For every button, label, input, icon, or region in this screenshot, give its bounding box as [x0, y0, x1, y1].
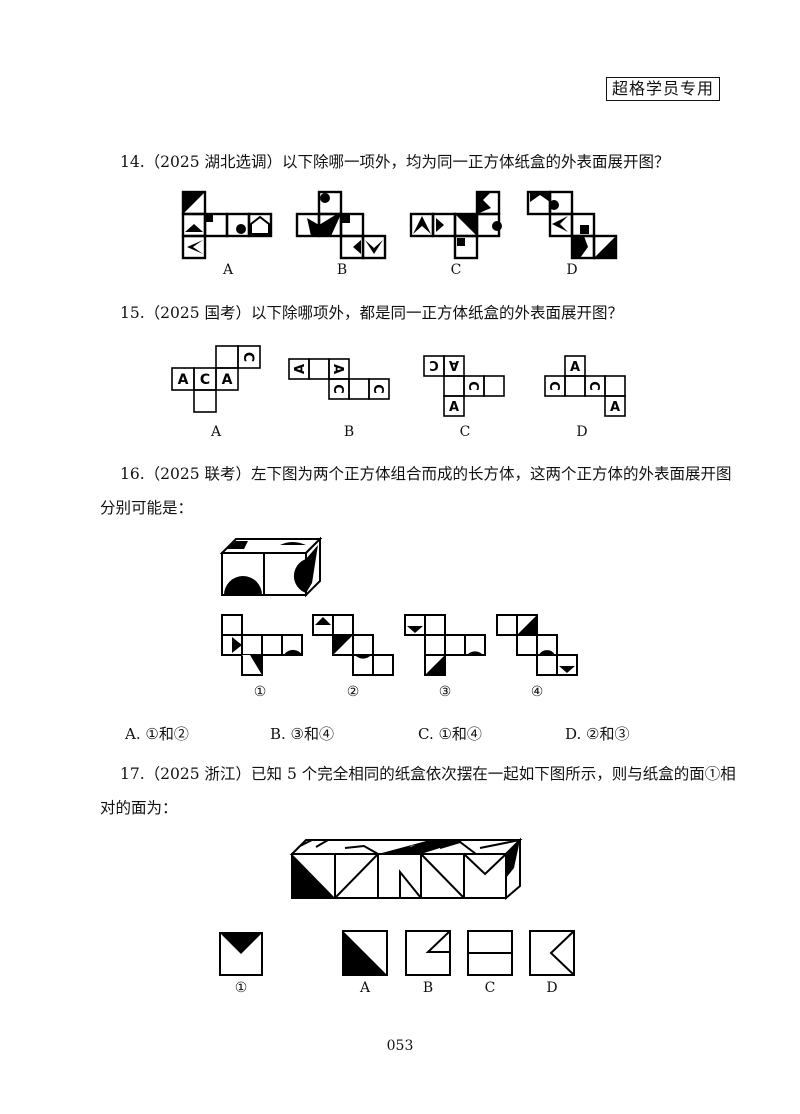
question-14: 14.（2025 湖北选调）以下除哪一项外，均为同一正方体纸盒的外表面展开图？ — [120, 151, 670, 173]
question-number: 14. — [120, 153, 145, 171]
q16-answer-b[interactable]: B. ③和④ — [270, 725, 335, 743]
svg-text:A: A — [178, 372, 189, 388]
svg-text:A: A — [449, 357, 459, 372]
question-text: 以下除哪一项外，均为同一正方体纸盒的外表面展开图？ — [282, 153, 670, 171]
q16-figure-3-label: ③ — [438, 684, 452, 700]
q17-option-b-label: B — [422, 980, 434, 996]
q16-net-2 — [312, 614, 394, 676]
question-source: （2025 国考） — [144, 304, 252, 322]
question-15: 15.（2025 国考）以下除哪项外，都是同一正方体纸盒的外表面展开图？ — [120, 302, 623, 324]
q14-option-b-label: B — [336, 262, 348, 278]
q17-option-d — [529, 930, 575, 976]
q17-face-1 — [219, 932, 263, 976]
q16-answer-a[interactable]: A. ①和② — [125, 725, 189, 743]
question-text-line1: 已知 5 个完全相同的纸盒依次摆在一起如下图所示，则与纸盒的面①相 — [251, 765, 736, 783]
q17-option-c-label: C — [484, 980, 496, 996]
q17-option-c — [467, 930, 513, 976]
q16-net-3 — [404, 614, 486, 676]
q14-option-a-label: A — [222, 262, 234, 278]
q17-option-d-label: D — [546, 980, 558, 996]
svg-text:C: C — [200, 372, 210, 388]
page-number: 053 — [386, 1038, 414, 1054]
svg-text:C: C — [370, 384, 385, 394]
svg-text:C: C — [330, 384, 345, 394]
q16-answer-c[interactable]: C. ①和④ — [418, 725, 482, 743]
question-source: （2025 联考） — [144, 465, 252, 483]
question-number: 15. — [120, 304, 145, 322]
svg-text:A: A — [293, 364, 308, 374]
question-source: （2025 湖北选调） — [144, 153, 283, 171]
question-16-line2: 分别可能是： — [100, 499, 194, 517]
question-17-line2: 对的面为： — [100, 799, 178, 817]
q14-net-b — [295, 190, 387, 260]
q15-net-a: A C A C — [171, 345, 261, 413]
question-text: 以下除哪项外，都是同一正方体纸盒的外表面展开图？ — [251, 304, 624, 322]
q14-net-d — [526, 190, 618, 260]
q17-option-a — [342, 930, 388, 976]
q16-figure-4-label: ④ — [530, 684, 544, 700]
q15-net-c: C A C A — [423, 355, 505, 417]
q16-net-1 — [221, 614, 303, 676]
q14-option-d-label: D — [566, 262, 578, 278]
svg-text:C: C — [546, 381, 561, 391]
q16-figure-2-label: ② — [346, 684, 360, 700]
q17-option-b — [405, 930, 451, 976]
q15-option-d-label: D — [576, 424, 588, 440]
svg-text:A: A — [610, 400, 620, 415]
question-source: （2025 浙江） — [144, 765, 252, 783]
q16-answer-d[interactable]: D. ②和③ — [565, 725, 630, 743]
q15-option-a-label: A — [210, 424, 222, 440]
svg-text:C: C — [429, 357, 439, 372]
question-text-line1: 左下图为两个正方体组合而成的长方体，这两个正方体的外表面展开图 — [251, 465, 732, 483]
q14-net-c — [409, 190, 502, 260]
svg-text:C: C — [240, 352, 256, 362]
q17-box-row — [289, 837, 523, 901]
svg-text:A: A — [330, 364, 345, 374]
q15-net-b: A A C C — [288, 358, 390, 400]
question-17: 17.（2025 浙江）已知 5 个完全相同的纸盒依次摆在一起如下图所示，则与纸… — [120, 763, 736, 785]
svg-text:A: A — [222, 372, 233, 388]
q15-option-b-label: B — [343, 424, 355, 440]
question-number: 16. — [120, 465, 145, 483]
q16-cuboid — [219, 536, 323, 598]
q16-figure-1-label: ① — [253, 684, 267, 700]
svg-text:C: C — [586, 381, 601, 391]
q14-option-c-label: C — [450, 262, 462, 278]
member-only-badge: 超格学员专用 — [606, 77, 721, 101]
question-number: 17. — [120, 765, 145, 783]
q15-net-d: A C C A — [544, 355, 626, 417]
svg-text:A: A — [449, 400, 459, 415]
q16-net-4 — [496, 614, 578, 676]
svg-text:A: A — [570, 360, 580, 375]
q17-face-1-label: ① — [234, 980, 248, 996]
question-16: 16.（2025 联考）左下图为两个正方体组合而成的长方体，这两个正方体的外表面… — [120, 463, 732, 485]
q14-net-a — [181, 190, 273, 260]
q17-option-a-label: A — [359, 980, 371, 996]
q15-option-c-label: C — [459, 424, 471, 440]
svg-text:C: C — [465, 381, 480, 391]
